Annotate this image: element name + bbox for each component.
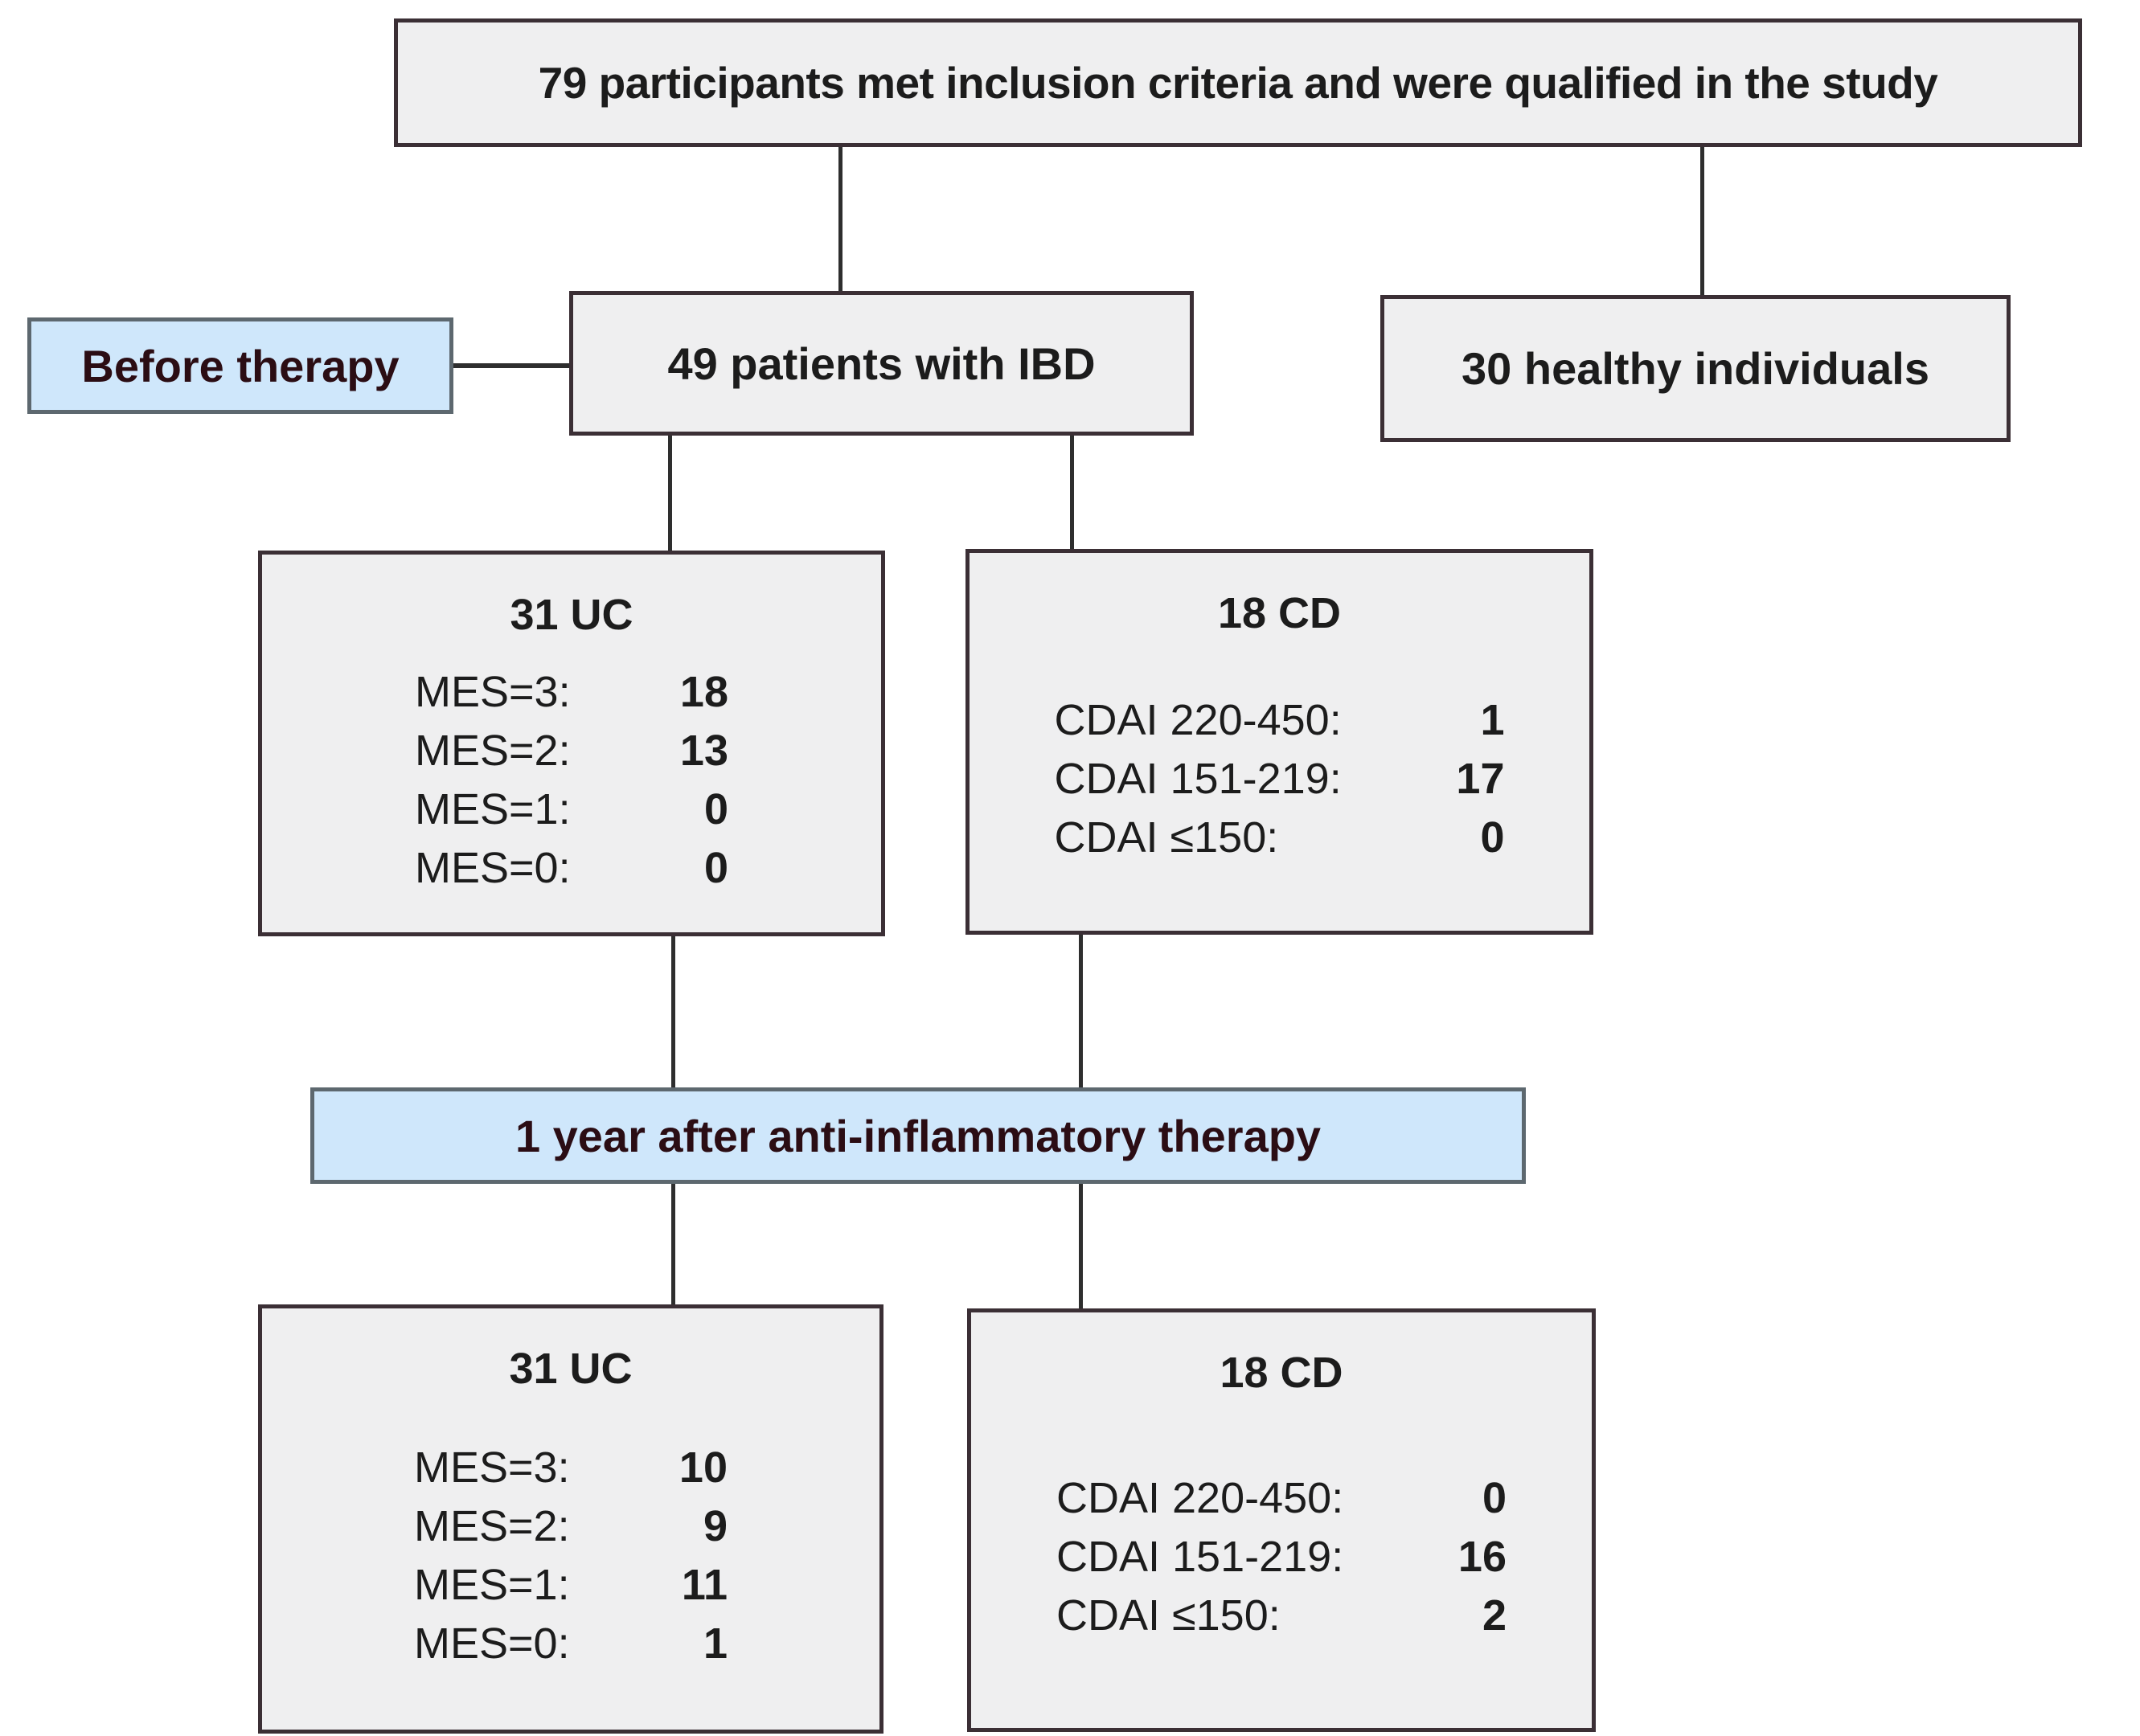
uc-before-title: 31 UC xyxy=(510,591,633,639)
cd-before-title: 18 CD xyxy=(1217,589,1342,637)
stat-label: MES=0: xyxy=(414,1619,570,1668)
stat-value: 13 xyxy=(679,727,728,775)
stat-label: MES=1: xyxy=(415,785,571,833)
stat-value: 10 xyxy=(678,1443,728,1492)
connector-ibd-to-cd-before xyxy=(1070,434,1074,551)
uc-after-box: 31 UC MES=3: 10 MES=2: 9 MES=1: 11 MES=0… xyxy=(258,1304,883,1734)
stat-row: MES=2: 13 xyxy=(415,722,728,780)
stat-row: MES=1: 0 xyxy=(415,780,728,839)
stat-label: MES=1: xyxy=(414,1561,570,1609)
stat-label: CDAI 220-450: xyxy=(1054,695,1342,744)
ibd-patients-box: 49 patients with IBD xyxy=(569,291,1194,436)
cd-after-box: 18 CD CDAI 220-450: 0 CDAI 151-219: 16 C… xyxy=(967,1308,1596,1732)
connector-before-therapy-to-ibd xyxy=(450,363,571,368)
stat-value: 1 xyxy=(703,1619,728,1668)
uc-after-title: 31 UC xyxy=(509,1345,633,1393)
stat-row: CDAI ≤150: 0 xyxy=(1055,809,1505,867)
before-therapy-label: Before therapy xyxy=(81,340,400,391)
stat-label: MES=2: xyxy=(415,727,571,775)
stat-row: MES=0: 1 xyxy=(414,1615,728,1673)
stat-row: MES=3: 10 xyxy=(414,1439,728,1497)
stat-row: MES=1: 11 xyxy=(414,1556,728,1615)
healthy-individuals-box: 30 healthy individuals xyxy=(1380,295,2011,442)
stat-label: CDAI 151-219: xyxy=(1056,1533,1344,1581)
uc-before-rows: MES=3: 18 MES=2: 13 MES=1: 0 MES=0: 0 xyxy=(415,640,728,932)
connector-therapy-to-uc-after xyxy=(671,1182,675,1306)
healthy-individuals-label: 30 healthy individuals xyxy=(1462,343,1929,394)
cd-before-rows: CDAI 220-450: 1 CDAI 151-219: 17 CDAI ≤1… xyxy=(1055,638,1505,931)
stat-label: CDAI 151-219: xyxy=(1054,754,1342,803)
stat-value: 17 xyxy=(1456,754,1505,803)
stat-value: 9 xyxy=(703,1502,728,1550)
stat-label: CDAI ≤150: xyxy=(1054,813,1279,862)
stat-value: 0 xyxy=(1480,813,1505,862)
stat-row: MES=2: 9 xyxy=(414,1497,728,1556)
stat-label: MES=0: xyxy=(415,844,571,892)
stat-row: CDAI 220-450: 0 xyxy=(1056,1469,1507,1528)
ibd-patients-label: 49 patients with IBD xyxy=(667,338,1096,389)
connector-cd-before-to-therapy xyxy=(1079,933,1083,1089)
stat-row: MES=0: 0 xyxy=(415,839,728,898)
stat-value: 1 xyxy=(1480,695,1505,744)
stat-row: MES=3: 18 xyxy=(415,663,728,722)
stat-label: MES=2: xyxy=(414,1502,570,1550)
stat-row: CDAI 151-219: 17 xyxy=(1055,750,1505,809)
uc-before-box: 31 UC MES=3: 18 MES=2: 13 MES=1: 0 MES=0… xyxy=(258,551,885,936)
stat-value: 18 xyxy=(679,668,728,716)
stat-label: MES=3: xyxy=(415,668,571,716)
after-therapy-label-box: 1 year after anti-inflammatory therapy xyxy=(310,1087,1526,1184)
connector-uc-before-to-therapy xyxy=(671,935,675,1089)
stat-row: CDAI ≤150: 2 xyxy=(1056,1587,1507,1645)
inclusion-box: 79 participants met inclusion criteria a… xyxy=(394,18,2082,147)
stat-value: 0 xyxy=(703,785,728,833)
cd-before-box: 18 CD CDAI 220-450: 1 CDAI 151-219: 17 C… xyxy=(965,549,1593,935)
cd-after-title: 18 CD xyxy=(1220,1349,1343,1397)
stat-value: 16 xyxy=(1457,1533,1507,1581)
after-therapy-label: 1 year after anti-inflammatory therapy xyxy=(515,1110,1322,1161)
stat-value: 0 xyxy=(1482,1474,1507,1522)
stat-label: CDAI ≤150: xyxy=(1056,1591,1281,1640)
stat-label: CDAI 220-450: xyxy=(1056,1474,1344,1522)
stat-value: 11 xyxy=(681,1561,728,1609)
connector-top-to-healthy xyxy=(1700,145,1704,297)
stat-row: CDAI 151-219: 16 xyxy=(1056,1528,1507,1587)
stat-label: MES=3: xyxy=(414,1443,570,1492)
stat-row: CDAI 220-450: 1 xyxy=(1055,691,1505,750)
stat-value: 0 xyxy=(703,844,728,892)
connector-top-to-ibd xyxy=(838,145,842,293)
connector-therapy-to-cd-after xyxy=(1079,1182,1083,1310)
before-therapy-label-box: Before therapy xyxy=(27,317,453,414)
stat-value: 2 xyxy=(1482,1591,1507,1640)
cd-after-rows: CDAI 220-450: 0 CDAI 151-219: 16 CDAI ≤1… xyxy=(1056,1398,1507,1728)
inclusion-box-label: 79 participants met inclusion criteria a… xyxy=(538,58,1938,108)
uc-after-rows: MES=3: 10 MES=2: 9 MES=1: 11 MES=0: 1 xyxy=(414,1394,728,1730)
connector-ibd-to-uc-before xyxy=(668,434,672,552)
